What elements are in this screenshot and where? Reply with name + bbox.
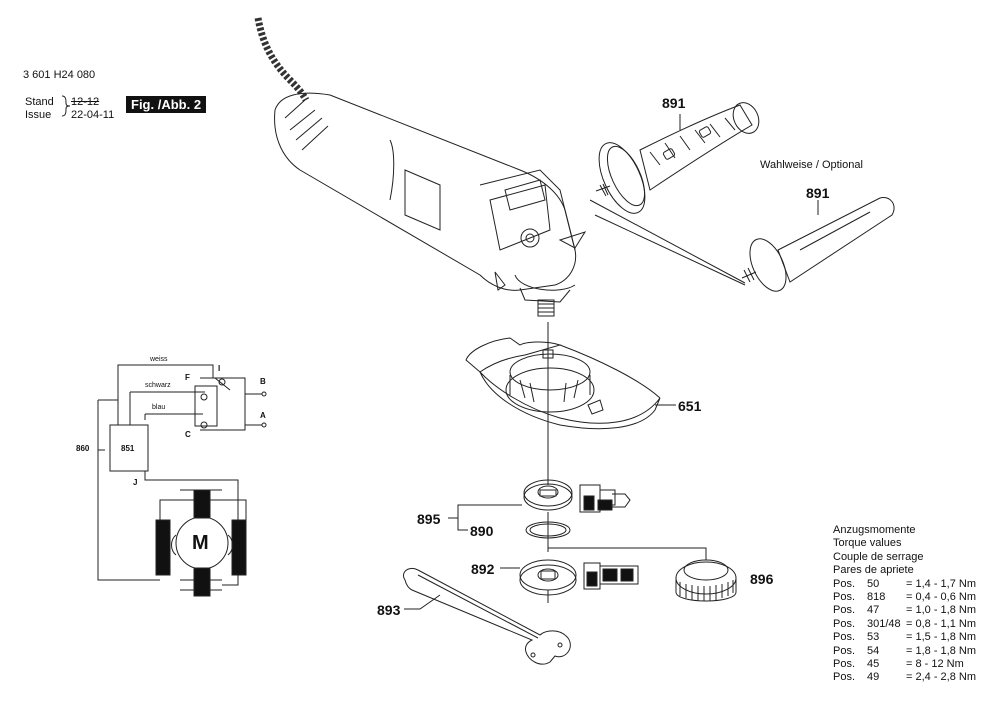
part-860-label: 860 [76,444,90,453]
part-890-label: 890 [470,523,494,539]
torque-row: Pos.45= 8 - 12 Nm [833,658,964,671]
spanner-wrench [403,567,571,665]
stand-brace [61,95,71,117]
torque-row: Pos.54= 1,8 - 1,8 Nm [833,644,977,657]
wheel-guard [465,337,661,430]
torque-title-fr: Couple de serrage [833,550,924,563]
switch-I-label: I [218,364,221,373]
spindle [537,299,555,317]
power-cable [254,17,310,102]
flange-section-895 [579,484,631,513]
terminal-B-label: B [260,377,266,386]
wire-schwarz-label: schwarz [145,382,171,389]
part-891-bottom-label: 891 [806,185,830,201]
nut-section-892 [583,562,639,590]
axis-link-896 [548,547,707,560]
part-892-label: 892 [471,561,495,577]
auxiliary-handle-vibration [595,102,760,214]
terminal-J-label: J [133,478,138,487]
quick-clamping-nut [675,559,737,602]
issue-value: 22-04-11 [71,109,115,121]
wire-weiss-label: weiss [150,356,168,363]
motor-symbol-label: M [192,532,209,554]
auxiliary-handle-standard [741,196,895,292]
optional-label: Wahlweise / Optional [760,159,863,171]
wire-blau-label: blau [152,404,166,411]
handle-assembly-lines [589,199,746,286]
torque-title-en: Torque values [833,537,902,550]
torque-title-de: Anzugsmomente [833,524,916,536]
terminal-C-label: C [185,430,191,439]
torque-row: Pos.50= 1,4 - 1,7 Nm [833,577,977,590]
wiring-diagram [97,364,267,597]
part-896-label: 896 [750,571,774,587]
torque-title-es: Pares de apriete [833,564,914,577]
torque-row: Pos.301/48= 0,8 - 1,1 Nm [833,617,977,630]
document-number: 3 601 H24 080 [23,69,96,81]
clamping-nut [519,559,577,596]
torque-values-table: Anzugsmomente Torque values Couple de se… [833,524,976,685]
torque-row: Pos.47= 1,0 - 1,8 Nm [833,604,977,617]
part-651-label: 651 [678,398,702,414]
stand-value: 12-12 [71,96,100,108]
stand-label: Stand [25,96,54,108]
part-895-label: 895 [417,511,441,527]
part-891-top-label: 891 [662,95,686,111]
o-ring-890 [525,521,571,539]
torque-row: Pos.49= 2,4 - 2,8 Nm [833,671,977,684]
mounting-flange [523,479,573,511]
terminal-A-label: A [260,411,266,420]
figure-label: Fig. /Abb. 2 [126,96,207,113]
grinder-body [274,92,587,303]
part-893-label: 893 [377,602,401,618]
part-851-label: 851 [121,444,135,453]
torque-row: Pos.818= 0,4 - 0,6 Nm [833,591,977,604]
torque-row: Pos.53= 1,5 - 1,8 Nm [833,631,977,644]
leader-893 [404,594,441,610]
issue-label: Issue [25,109,52,121]
terminal-F-label: F [185,373,190,382]
